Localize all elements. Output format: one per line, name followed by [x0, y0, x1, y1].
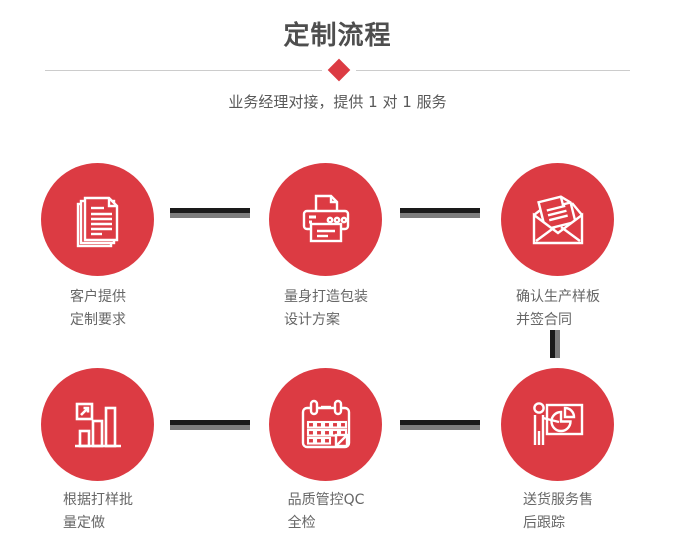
- step-label-3: 确认生产样板 并签合同: [516, 286, 600, 332]
- step-label-line: 量身打造包装: [284, 289, 368, 305]
- section-subtitle: 业务经理对接，提供 1 对 1 服务: [228, 93, 447, 111]
- step-circle-2: [269, 163, 382, 276]
- step-label-line: 品质管控QC: [287, 492, 365, 508]
- step-label-6: 送货服务售 后跟踪: [523, 489, 593, 535]
- presentation-icon: [532, 401, 583, 445]
- step-circle-4: [41, 368, 154, 481]
- step-label-4: 根据打样批 量定做: [63, 489, 133, 535]
- step-label-line: 送货服务售: [523, 492, 593, 508]
- connector-step3-step6: [550, 330, 560, 358]
- step-label-line: 定制要求: [70, 312, 126, 328]
- step-label-line: 设计方案: [284, 312, 340, 328]
- step-label-line: 并签合同: [516, 312, 572, 328]
- step-label-line: 后跟踪: [523, 515, 565, 531]
- step-label-2: 量身打造包装 设计方案: [284, 286, 368, 332]
- connector-step2-step3: [400, 208, 480, 218]
- connector-step5-step6: [400, 420, 480, 430]
- step-circle-3: [501, 163, 614, 276]
- step-circle-5: [269, 368, 382, 481]
- step-label-1: 客户提供 定制要求: [70, 286, 126, 332]
- bar-chart-icon: [74, 402, 121, 447]
- step-label-line: 客户提供: [70, 289, 126, 305]
- step-label-line: 根据打样批: [63, 492, 133, 508]
- step-label-5: 品质管控QC 全检: [288, 489, 365, 535]
- printer-icon: [302, 194, 349, 242]
- step-label-line: 量定做: [63, 515, 105, 531]
- step-circle-6: [501, 368, 614, 481]
- step-label-line: 全检: [287, 515, 316, 531]
- connector-step1-step2: [170, 208, 250, 218]
- envelope-icon: [532, 194, 583, 244]
- step-label-line: 确认生产样板: [516, 289, 600, 305]
- connector-step4-step5: [170, 420, 250, 430]
- step-circle-1: [41, 163, 154, 276]
- page-title: 定制流程: [283, 21, 392, 51]
- calendar-icon: [301, 399, 350, 448]
- documents-icon: [76, 196, 118, 247]
